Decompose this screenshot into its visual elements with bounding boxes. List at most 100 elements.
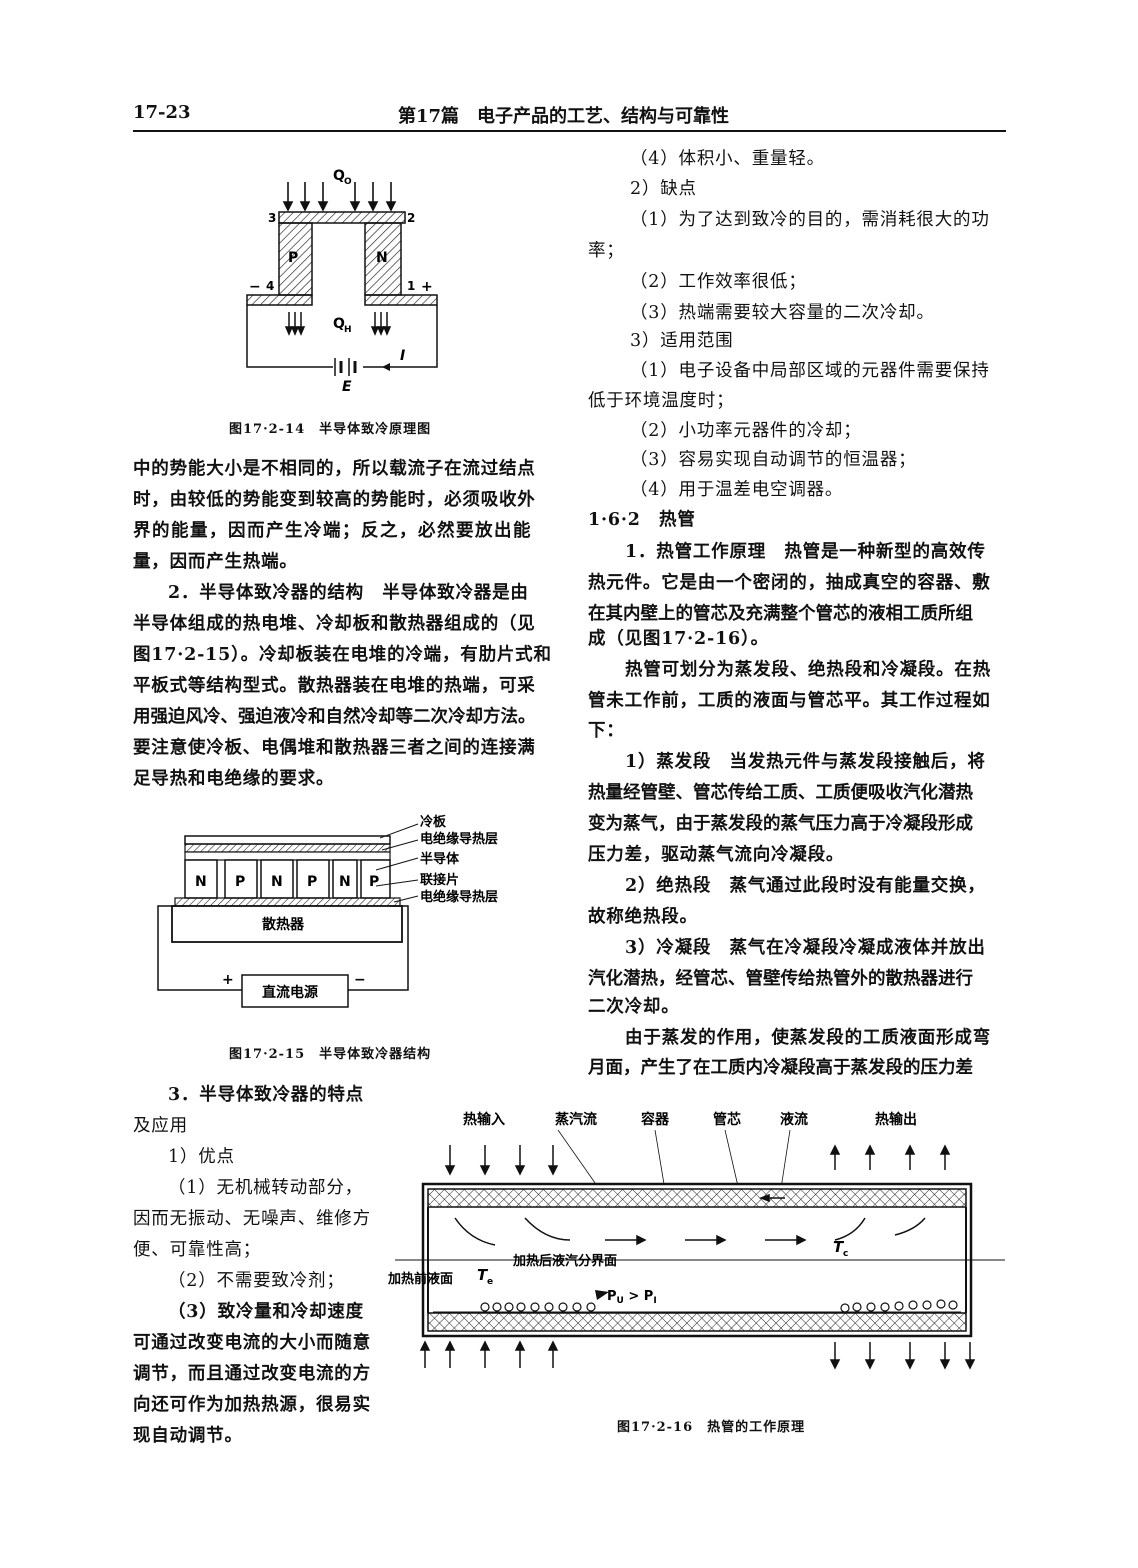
fig16-tc-subscript: c: [843, 1249, 848, 1259]
fig16-label-wick: 管芯: [713, 1111, 741, 1128]
fig16-te-subscript: e: [487, 1277, 493, 1287]
page-number: 17-23: [133, 102, 191, 123]
text-line: 压力差，驱动蒸气流向冷凝段。: [588, 845, 845, 865]
fig14-node-1: 1: [407, 279, 415, 293]
text-line: （1）电子设备中局部区域的元器件需要保持: [630, 361, 990, 381]
fig14-node-2: 2: [407, 211, 415, 225]
text-line: 调节，而且通过改变电流的方: [133, 1364, 371, 1384]
fig15-cell-p: P: [307, 874, 317, 890]
text-line: 时，由较低的势能变到较高的势能时，必须吸收外: [133, 490, 536, 510]
text-line: （3）容易实现自动调节的恒温器；: [630, 450, 917, 470]
fig16-label-container: 容器: [640, 1111, 670, 1128]
text-line: （3）热端需要较大容量的二次冷却。: [630, 303, 935, 323]
fig16-label-vapor-flow: 蒸汽流: [555, 1111, 597, 1128]
figure-cooler-structure: N P N P N P 散热器 直流电源 + − 冷板 电绝缘导热层 半导体 联…: [157, 814, 498, 1008]
text-line: 二次冷却。: [588, 997, 680, 1017]
text-line: 低于环境温度时；: [588, 391, 735, 411]
text-line: 半导体组成的热电堆、冷却板和散热器组成的（见: [133, 614, 536, 634]
fig14-qo-subscript: O: [344, 177, 352, 187]
fig15-label-semiconductor: 半导体: [420, 851, 460, 867]
fig16-interface-label: 加热后液汽分界面: [512, 1253, 617, 1269]
text-line: 中的势能大小是不相同的，所以载流子在流过结点: [133, 459, 536, 479]
text-line: 2）绝热段 蒸气通过此段时没有能量交换，: [625, 876, 986, 896]
text-line: 成（见图17·2-16）。: [588, 629, 769, 649]
text-line: 率；: [588, 241, 625, 261]
text-line: 由于蒸发的作用，使蒸发段的工质液面形成弯: [625, 1028, 991, 1048]
fig14-qh-subscript: H: [344, 325, 352, 335]
fig14-p-label: P: [288, 250, 298, 266]
figure-heat-pipe: 热输入 蒸汽流 容器 管芯 液流 热输出 加热后液汽分界面 加热前液面 T e …: [387, 1111, 1005, 1370]
fig14-plus-sign: +: [421, 279, 433, 295]
text-line: （4）体积小、重量轻。: [630, 149, 825, 169]
text-line: 可通过改变电流的大小而随意: [133, 1333, 371, 1353]
fig14-qh-label: Q: [333, 316, 345, 332]
text-line: 足导热和电绝缘的要求。: [133, 769, 335, 789]
text-line: 故称绝热段。: [588, 907, 698, 927]
fig14-minus-sign: −: [249, 279, 261, 295]
text-line: 1）优点: [168, 1147, 235, 1167]
text-line: （4）用于温差电空调器。: [630, 480, 844, 500]
figure-thermoelectric-principle: Q O P N 3 2 − 4 1 + Q H E I: [246, 168, 438, 395]
fig15-cell-n: N: [271, 874, 283, 890]
text-line: 及应用: [133, 1116, 188, 1136]
fig16-liquid-before-label: 加热前液面: [387, 1271, 453, 1287]
fig16-te-label: T: [477, 1266, 489, 1284]
fig15-cell-p: P: [369, 874, 379, 890]
fig15-cell-n: N: [339, 874, 351, 890]
fig15-label-insulation-top: 电绝缘导热层: [420, 831, 498, 847]
fig15-label-cold-plate: 冷板: [420, 814, 447, 830]
text-line: 管未工作前，工质的液面与管芯平。其工作过程如: [588, 691, 991, 711]
fig15-plus: +: [222, 972, 234, 988]
text-line: 2）缺点: [630, 179, 697, 199]
text-line: （1）无机械转动部分，: [168, 1178, 363, 1198]
text-line: 3．半导体致冷器的特点: [168, 1085, 364, 1105]
fig15-minus: −: [354, 972, 366, 988]
text-line: 月面，产生了在工质内冷凝段高于蒸发段的压力差: [588, 1058, 973, 1078]
text-line: 1．热管工作原理 热管是一种新型的高效传: [625, 542, 986, 562]
text-line: 汽化潜热，经管芯、管壁传给热管外的散热器进行: [588, 969, 973, 989]
fig15-power-label: 直流电源: [262, 984, 318, 1001]
fig16-pressure-label: PU > PI: [607, 1289, 657, 1306]
text-line: （1）为了达到致冷的目的，需消耗很大的功: [630, 210, 990, 230]
text-line: 变为蒸气，由于蒸发段的蒸气压力高于冷凝段形成: [588, 814, 973, 834]
fig14-battery-e: E: [342, 379, 352, 395]
fig15-label-insulation-bottom: 电绝缘导热层: [420, 889, 498, 905]
fig16-label-heat-in: 热输入: [463, 1111, 505, 1128]
text-line: 现自动调节。: [133, 1426, 243, 1446]
fig16-label-liquid-flow: 液流: [780, 1111, 808, 1128]
text-line: 1）蒸发段 当发热元件与蒸发段接触后，将: [625, 752, 986, 772]
text-line: 下：: [588, 721, 625, 741]
section-heading: 1·6·2 热管: [588, 510, 696, 530]
text-line: 热量经管壁、管芯传给工质、工质便吸收汽化潜热: [588, 783, 973, 803]
fig14-node-3: 3: [268, 211, 276, 225]
fig15-cell-p: P: [235, 874, 245, 890]
fig14-node-4: 4: [266, 279, 274, 293]
header-rule: [133, 130, 1006, 132]
fig14-current-i: I: [400, 348, 405, 364]
text-line: 在其内壁上的管芯及充满整个管芯的液相工质所组: [588, 604, 973, 624]
running-header-title: 第17篇 电子产品的工艺、结构与可靠性: [398, 106, 730, 127]
text-line: 因而无振动、无噪声、维修方: [133, 1209, 371, 1229]
text-line: 图17·2-15）。冷却板装在电堆的冷端，有肋片式和: [133, 645, 552, 665]
text-line: （2）小功率元器件的冷却；: [630, 421, 862, 441]
text-line: 平板式等结构型式。散热器装在电堆的热端，可采: [133, 676, 536, 696]
text-line: 量，因而产生热端。: [133, 552, 298, 572]
text-line: 3）冷凝段 蒸气在冷凝段冷凝成液体并放出: [625, 938, 986, 958]
text-line: （3）致冷量和冷却速度: [168, 1302, 364, 1322]
fig14-caption: 图17·2-14 半导体致冷原理图: [229, 422, 432, 437]
text-line: 要注意使冷板、电偶堆和散热器三者之间的连接满: [133, 738, 536, 758]
fig14-qo-label: Q: [333, 168, 345, 184]
fig14-n-label: N: [376, 250, 388, 266]
fig15-cell-n: N: [195, 874, 207, 890]
text-line: 热元件。它是由一个密闭的，抽成真空的容器、敷: [588, 573, 991, 593]
fig16-label-heat-out: 热输出: [875, 1111, 917, 1128]
text-line: 向还可作为加热热源，很易实: [133, 1395, 371, 1415]
text-line: （2）工作效率很低；: [630, 272, 807, 292]
fig16-tc-label: T: [833, 1238, 845, 1256]
fig15-label-connector: 联接片: [420, 872, 459, 888]
fig15-heatsink-label: 散热器: [262, 916, 305, 933]
fig15-caption: 图17·2-15 半导体致冷器结构: [229, 1047, 432, 1062]
text-line: 热管可划分为蒸发段、绝热段和冷凝段。在热: [625, 660, 991, 680]
text-line: 2．半导体致冷器的结构 半导体致冷器是由: [168, 583, 529, 603]
text-line: 用强迫风冷、强迫液冷和自然冷却等二次冷却方法。: [133, 707, 536, 727]
